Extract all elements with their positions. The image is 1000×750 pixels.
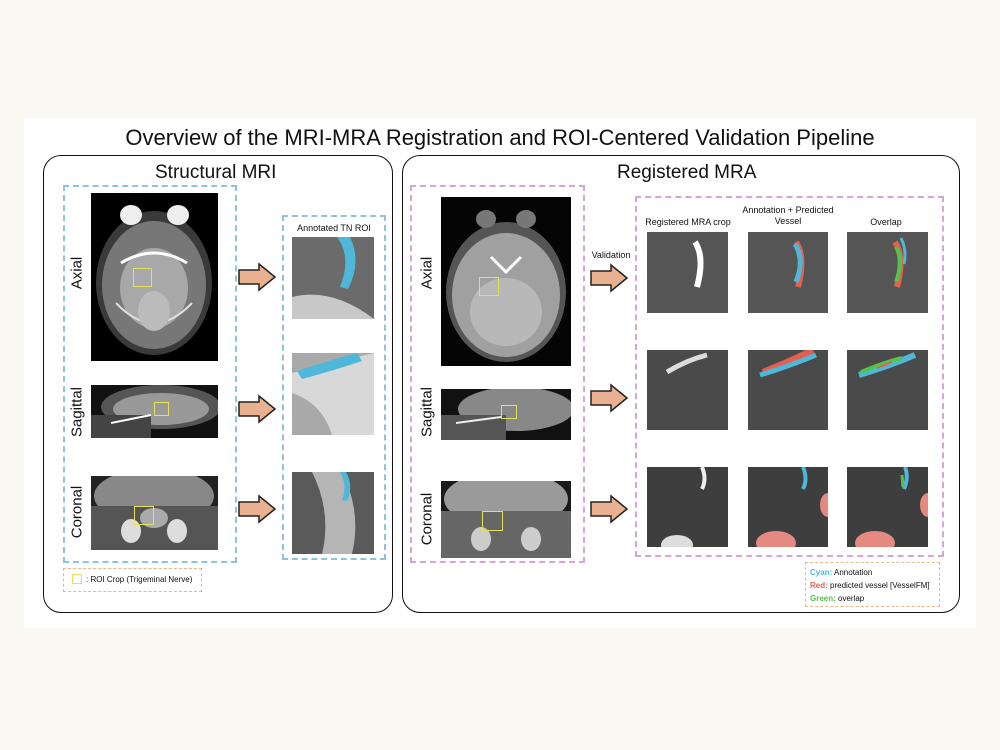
roi-legend-text: : ROI Crop (Trigeminal Nerve) bbox=[86, 575, 193, 584]
roi-crop-axial bbox=[292, 237, 374, 319]
roi-box-sagittal bbox=[154, 402, 169, 416]
mra-row-label-coronal: Coronal bbox=[418, 492, 436, 546]
mri-slices-box bbox=[63, 185, 237, 563]
roi-box-coronal bbox=[134, 506, 154, 525]
color-legend: Cyan: Annotation Red: predicted vessel [… bbox=[810, 566, 930, 605]
row-label-coronal: Coronal bbox=[68, 485, 86, 539]
row-label-sagittal: Sagittal bbox=[68, 386, 86, 438]
validation-box bbox=[635, 196, 944, 557]
color-legend-box bbox=[805, 562, 940, 607]
structural-mri-title: Structural MRI bbox=[155, 162, 277, 183]
mri-sagittal-image bbox=[91, 385, 218, 438]
mra-axial-image bbox=[441, 197, 571, 366]
mra-roi-box-sagittal bbox=[501, 405, 517, 419]
roi-legend-swatch bbox=[72, 574, 82, 584]
mri-coronal-image bbox=[91, 476, 218, 550]
mra-crop-coronal bbox=[647, 467, 728, 547]
mra-crop-sagittal bbox=[647, 350, 728, 430]
annotation-predicted-sagittal bbox=[748, 350, 828, 430]
roi-box-axial bbox=[133, 268, 152, 287]
legend-red: Red: predicted vessel [VesselFM] bbox=[810, 581, 930, 590]
roi-crop-coronal bbox=[292, 472, 374, 554]
col-header-registered-crop: Registered MRA crop bbox=[645, 217, 731, 227]
overlap-sagittal bbox=[847, 350, 928, 430]
overlap-axial bbox=[847, 232, 928, 313]
validation-label: Validation bbox=[591, 250, 631, 260]
annotated-roi-header: Annotated TN ROI bbox=[297, 223, 371, 233]
mra-row-label-axial: Axial bbox=[418, 256, 436, 290]
mra-row-label-sagittal: Sagittal bbox=[418, 386, 436, 438]
mri-axial-image bbox=[91, 193, 218, 361]
mra-crop-axial bbox=[647, 232, 728, 313]
registered-mra-title: Registered MRA bbox=[617, 162, 757, 183]
roi-crop-sagittal bbox=[292, 353, 374, 435]
arrow-coronal-right bbox=[590, 494, 629, 524]
col-header-overlap: Overlap bbox=[870, 217, 902, 227]
annotation-predicted-coronal bbox=[748, 467, 828, 547]
arrow-coronal-left bbox=[238, 494, 277, 524]
arrow-sagittal-left bbox=[238, 394, 277, 424]
row-label-axial: Axial bbox=[68, 256, 86, 290]
arrow-sagittal-right bbox=[590, 383, 629, 413]
mra-slices-box bbox=[410, 185, 585, 563]
roi-legend-box bbox=[63, 568, 202, 592]
arrow-axial-left bbox=[238, 262, 277, 292]
mra-roi-box-coronal bbox=[482, 511, 503, 531]
col-header-annotation-predicted: Annotation + Predicted Vessel bbox=[742, 205, 834, 226]
legend-green: Green: overlap bbox=[810, 594, 865, 603]
mra-sagittal-image bbox=[441, 389, 571, 440]
legend-cyan: Cyan: Annotation bbox=[810, 568, 873, 577]
arrow-axial-right bbox=[590, 263, 629, 293]
annotated-roi-box bbox=[282, 215, 386, 560]
overlap-coronal bbox=[847, 467, 928, 547]
mra-coronal-image bbox=[441, 481, 571, 558]
mra-roi-box-axial bbox=[479, 277, 499, 296]
annotation-predicted-axial bbox=[748, 232, 828, 313]
figure-title: Overview of the MRI-MRA Registration and… bbox=[125, 125, 875, 150]
